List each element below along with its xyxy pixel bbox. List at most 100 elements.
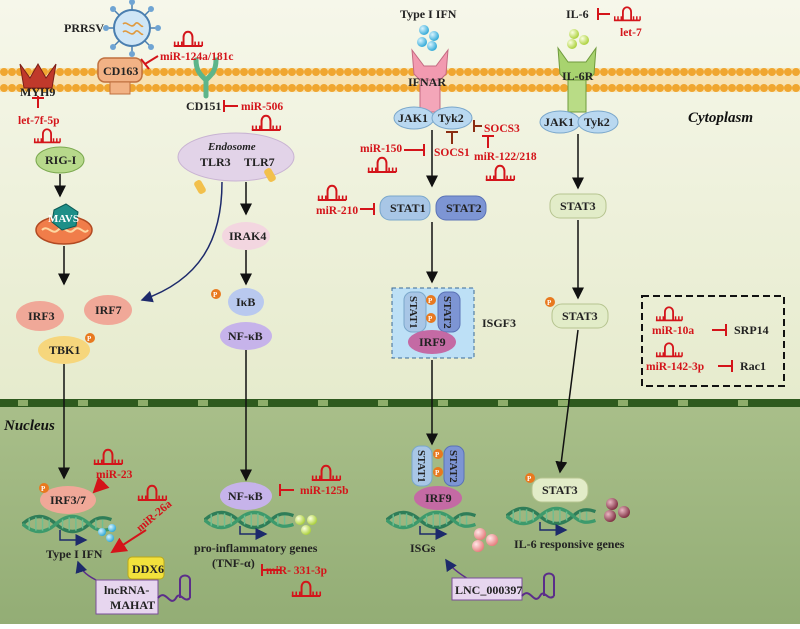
stat3p-node [551, 303, 609, 329]
phospho-p: P [547, 299, 552, 307]
type1-ifn-output-label: Type I IFN [46, 547, 103, 561]
nuc-irf37-label: IRF3/7 [50, 493, 86, 507]
endosome-label: Endosome [207, 141, 256, 153]
myh9-label: MYH9 [20, 85, 55, 99]
nuc-nfkb-label: NF-κB [228, 489, 263, 503]
jak1b-label: JAK1 [544, 115, 574, 129]
mavs-mitochondrion: MAVS [35, 203, 93, 245]
stat1-node [379, 195, 431, 221]
irf7-node [84, 295, 132, 325]
mir-125b-label: miR-125b [300, 485, 349, 497]
nuc-stat2-label: STAT2 [447, 450, 459, 483]
ifn-output-icon [98, 524, 116, 542]
tyk2-node [431, 106, 473, 130]
nuc-nfkb-node [220, 482, 272, 510]
lnc-000397-rna-icon [521, 572, 555, 600]
phospho-icon [433, 467, 443, 477]
lnc-mahat-label1: lncRNA- [104, 583, 149, 597]
irf7-label: IRF7 [95, 303, 122, 317]
nuc-irf37-node [40, 486, 96, 514]
nuc-stat2-node [443, 445, 465, 487]
isgf3-label: ISGF3 [482, 316, 516, 330]
type1-ifn-label: Type I IFN [400, 7, 457, 21]
cytokine-output-icon [295, 515, 317, 535]
nuc-stat3-node [531, 477, 589, 503]
tyk2b-node [577, 110, 619, 134]
lnc-mahat-label2: MAHAT [110, 598, 155, 612]
proinflam-label: pro-inflammatory genes [194, 541, 318, 555]
ifnar-receptor: IFNAR [408, 48, 449, 113]
endosome: Endosome TLR3 TLR7 [177, 132, 295, 194]
let7-label: let-7 [620, 27, 642, 39]
socs3-label: SOCS3 [484, 123, 520, 135]
mir-124-181-label: miR-124a/181c [160, 51, 233, 63]
mir-142-label: miR-142-3p [646, 361, 704, 373]
ikb-label: IκB [236, 295, 255, 309]
cytoplasm-label: Cytoplasm [688, 110, 753, 126]
phospho-p: P [87, 335, 92, 343]
rig-i-node [35, 146, 85, 174]
isgf3-irf9 [408, 330, 456, 354]
ddx6-label: DDX6 [132, 562, 164, 576]
irf9-label: IRF9 [419, 335, 446, 349]
tyk2b-label: Tyk2 [584, 115, 610, 129]
nuc-stat1-node [411, 445, 433, 487]
lnc-mahat-rna-icon [157, 574, 191, 602]
phospho-p: P [435, 469, 440, 477]
lnc-mahat-box [95, 579, 159, 615]
rac1-label: Rac1 [740, 359, 766, 373]
cd163-label: CD163 [103, 64, 138, 78]
stat1-label: STAT1 [390, 201, 426, 215]
nfkb-label: NF-κB [228, 329, 263, 343]
irak4-node [222, 222, 270, 250]
mir-331-label: miR- 331-3p [266, 565, 327, 577]
phospho-p: P [41, 485, 46, 493]
mavs-label: MAVS [48, 213, 79, 225]
stat3p-label: STAT3 [562, 309, 598, 323]
nuc-irf9-label: IRF9 [425, 491, 452, 505]
il6-genes-label: IL-6 responsive genes [514, 537, 625, 551]
tbk1-label: TBK1 [49, 343, 80, 357]
socs1-label: SOCS1 [434, 147, 470, 159]
rig-i-label: RIG-I [45, 153, 77, 167]
myh9-receptor: MYH9 [19, 62, 57, 99]
cd151-receptor: CD151 [186, 57, 221, 113]
mir-506-label: miR-506 [241, 101, 283, 113]
phospho-p: P [527, 475, 532, 483]
tyk2-label: Tyk2 [438, 111, 464, 125]
phospho-p: P [435, 451, 440, 459]
il6r-label: IL-6R [562, 69, 594, 83]
irf3-node [16, 301, 64, 331]
irf3-label: IRF3 [28, 309, 55, 323]
tnfa-label: (TNF-α) [212, 556, 255, 570]
stat2-node [435, 195, 487, 221]
ddx6-node [127, 556, 165, 580]
ifn-ligand-icon [417, 25, 439, 51]
phospho-icon [525, 473, 535, 483]
il6r-receptor: IL-6R [557, 46, 597, 113]
nuc-stat1-label: STAT1 [415, 450, 427, 483]
mirna-target-box [641, 295, 785, 387]
isgf3-stat2 [437, 291, 461, 333]
phospho-icon [85, 333, 95, 343]
plasma-membrane [0, 68, 800, 92]
isgf3-stat1 [403, 291, 427, 333]
mir-150-label: miR-150 [360, 143, 402, 155]
il6-ligand-icon [567, 29, 589, 49]
mir-10a-label: miR-10a [652, 325, 694, 337]
stat3-label: STAT3 [560, 199, 596, 213]
nuc-stat3-label: STAT3 [542, 483, 578, 497]
nuclear-envelope [0, 399, 800, 407]
il6-output-icon [604, 498, 630, 522]
mir-210-label: miR-210 [316, 205, 358, 217]
srp14-label: SRP14 [734, 323, 769, 337]
nuc-irf9-node [414, 486, 462, 510]
phospho-icon [39, 483, 49, 493]
isgf3-stat1-label: STAT1 [407, 296, 419, 329]
phospho-icon [545, 297, 555, 307]
phospho-icon [426, 295, 436, 305]
tlr7-label: TLR7 [244, 155, 275, 169]
phospho-icon [426, 313, 436, 323]
